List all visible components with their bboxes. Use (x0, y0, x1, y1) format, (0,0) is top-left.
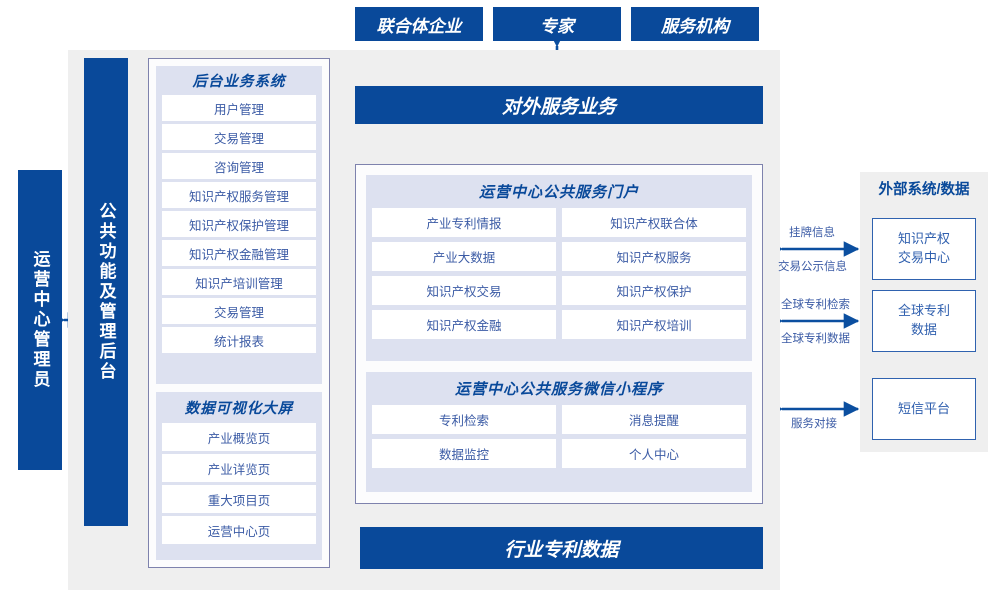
backend-item-ip-training-mgmt[interactable]: 知识产培训管理 (162, 269, 316, 295)
backend-item-ip-service-mgmt[interactable]: 知识产权服务管理 (162, 182, 316, 208)
bottom-bar-label: 行业专利数据 (504, 539, 619, 561)
external-box-global-patent-data[interactable]: 全球专利 数据 (872, 290, 976, 352)
actor-label: 专家 (540, 16, 574, 36)
external-label-line2: 数据 (910, 322, 937, 337)
group-title-portal: 运营中心公共服务门户 (478, 184, 639, 201)
backend-item-trade-mgmt[interactable]: 交易管理 (162, 124, 316, 150)
external-systems-title: 外部系统/数据 (878, 182, 970, 198)
portal-item-ip-protection[interactable]: 知识产权保护 (562, 276, 746, 305)
external-box-sms-platform[interactable]: 短信平台 (872, 378, 976, 440)
item-label: 产业详览页 (207, 462, 271, 477)
item-label: 知识产培训管理 (195, 276, 283, 291)
external-label-line1: 短信平台 (897, 400, 950, 416)
group-title-dataviz: 数据可视化大屏 (184, 401, 294, 417)
connector-label-trade-public-info: 交易公示信息 (778, 261, 847, 273)
dataviz-item-industry-overview[interactable]: 产业概览页 (162, 423, 316, 451)
portal-item-ip-consortium[interactable]: 知识产权联合体 (562, 208, 746, 237)
item-label: 知识产权培训 (616, 319, 692, 333)
portal-item-ip-service[interactable]: 知识产权服务 (562, 242, 746, 271)
connector-label-listing-info: 挂牌信息 (789, 227, 835, 239)
service-bar-label: 对外服务业务 (501, 96, 616, 118)
item-label: 交易管理 (213, 131, 264, 146)
item-label: 知识产权保护 (616, 285, 692, 299)
external-label-line2: 交易中心 (897, 250, 950, 265)
item-label: 产业大数据 (432, 251, 496, 265)
portal-item-industry-bigdata[interactable]: 产业大数据 (372, 242, 556, 271)
connector-label-service-docking: 服务对接 (791, 418, 837, 430)
item-label: 重大项目页 (207, 493, 271, 508)
actor-box-service-org[interactable]: 服务机构 (631, 7, 759, 41)
portal-item-ip-training[interactable]: 知识产权培训 (562, 310, 746, 339)
column-operation-center-admin[interactable]: 运营中心管理员 (18, 170, 62, 470)
portal-item-industry-patent-intel[interactable]: 产业专利情报 (372, 208, 556, 237)
column-common-function-backend[interactable]: 公共功能及管理后台 (84, 58, 128, 526)
item-label: 运营中心页 (207, 524, 271, 539)
column-label: 运营中心管理员 (30, 250, 50, 390)
industry-patent-data-bar[interactable]: 行业专利数据 (360, 527, 763, 569)
item-label: 数据监控 (438, 448, 489, 462)
mini-item-patent-search[interactable]: 专利检索 (372, 405, 556, 434)
group-public-service-portal: 运营中心公共服务门户 产业专利情报 知识产权联合体 产业大数据 知识产权服务 知… (366, 175, 752, 361)
item-label: 知识产权服务管理 (188, 189, 289, 204)
backend-item-ip-finance-mgmt[interactable]: 知识产权金融管理 (162, 240, 316, 266)
group-data-visualization: 数据可视化大屏 产业概览页 产业详览页 重大项目页 运营中心页 (156, 392, 322, 560)
item-label: 统计报表 (213, 334, 264, 349)
backend-item-consult-mgmt[interactable]: 咨询管理 (162, 153, 316, 179)
item-label: 用户管理 (213, 102, 264, 117)
mini-item-message-alert[interactable]: 消息提醒 (562, 405, 746, 434)
item-label: 知识产权金融管理 (188, 247, 289, 262)
external-box-ip-trade-center[interactable]: 知识产权 交易中心 (872, 218, 976, 280)
item-label: 知识产权金融 (426, 319, 502, 333)
portal-item-ip-trade[interactable]: 知识产权交易 (372, 276, 556, 305)
item-label: 知识产权服务 (616, 251, 692, 265)
item-label: 产业概览页 (207, 431, 271, 446)
portal-item-ip-finance[interactable]: 知识产权金融 (372, 310, 556, 339)
external-label-line1: 知识产权 (897, 231, 950, 247)
group-backend-system: 后台业务系统 用户管理 交易管理 咨询管理 知识产权服务管理 知识产权保护管理 … (156, 66, 322, 384)
actor-box-expert[interactable]: 专家 (493, 7, 621, 41)
mini-item-personal-center[interactable]: 个人中心 (562, 439, 746, 468)
column-label: 公共功能及管理后台 (96, 202, 116, 382)
backend-item-trade-mgmt-2[interactable]: 交易管理 (162, 298, 316, 324)
dataviz-item-operation-center[interactable]: 运营中心页 (162, 516, 316, 544)
actor-label: 联合体企业 (376, 16, 462, 36)
group-title-miniprogram: 运营中心公共服务微信小程序 (454, 381, 663, 398)
item-label: 咨询管理 (213, 160, 264, 175)
external-service-business-bar[interactable]: 对外服务业务 (355, 86, 763, 124)
item-label: 知识产权交易 (426, 285, 502, 299)
connector-label-global-patent-search: 全球专利检索 (781, 299, 850, 311)
backend-item-ip-protect-mgmt[interactable]: 知识产权保护管理 (162, 211, 316, 237)
group-wechat-miniprogram: 运营中心公共服务微信小程序 专利检索 消息提醒 数据监控 个人中心 (366, 372, 752, 492)
dataviz-item-major-projects[interactable]: 重大项目页 (162, 485, 316, 513)
item-label: 知识产权保护管理 (188, 218, 289, 233)
actor-label: 服务机构 (661, 16, 729, 36)
dataviz-item-industry-detail[interactable]: 产业详览页 (162, 454, 316, 482)
mini-item-data-monitor[interactable]: 数据监控 (372, 439, 556, 468)
backend-item-user-mgmt[interactable]: 用户管理 (162, 95, 316, 121)
external-label-line1: 全球专利 (897, 303, 950, 319)
backend-item-statistics-report[interactable]: 统计报表 (162, 327, 316, 353)
item-label: 个人中心 (628, 448, 679, 462)
actor-box-consortium[interactable]: 联合体企业 (355, 7, 483, 41)
item-label: 专利检索 (438, 414, 489, 428)
item-label: 产业专利情报 (426, 217, 502, 231)
item-label: 交易管理 (213, 305, 264, 320)
group-title-backend: 后台业务系统 (192, 74, 286, 90)
item-label: 消息提醒 (628, 414, 679, 428)
connector-label-global-patent-data: 全球专利数据 (781, 333, 850, 345)
item-label: 知识产权联合体 (610, 217, 698, 231)
